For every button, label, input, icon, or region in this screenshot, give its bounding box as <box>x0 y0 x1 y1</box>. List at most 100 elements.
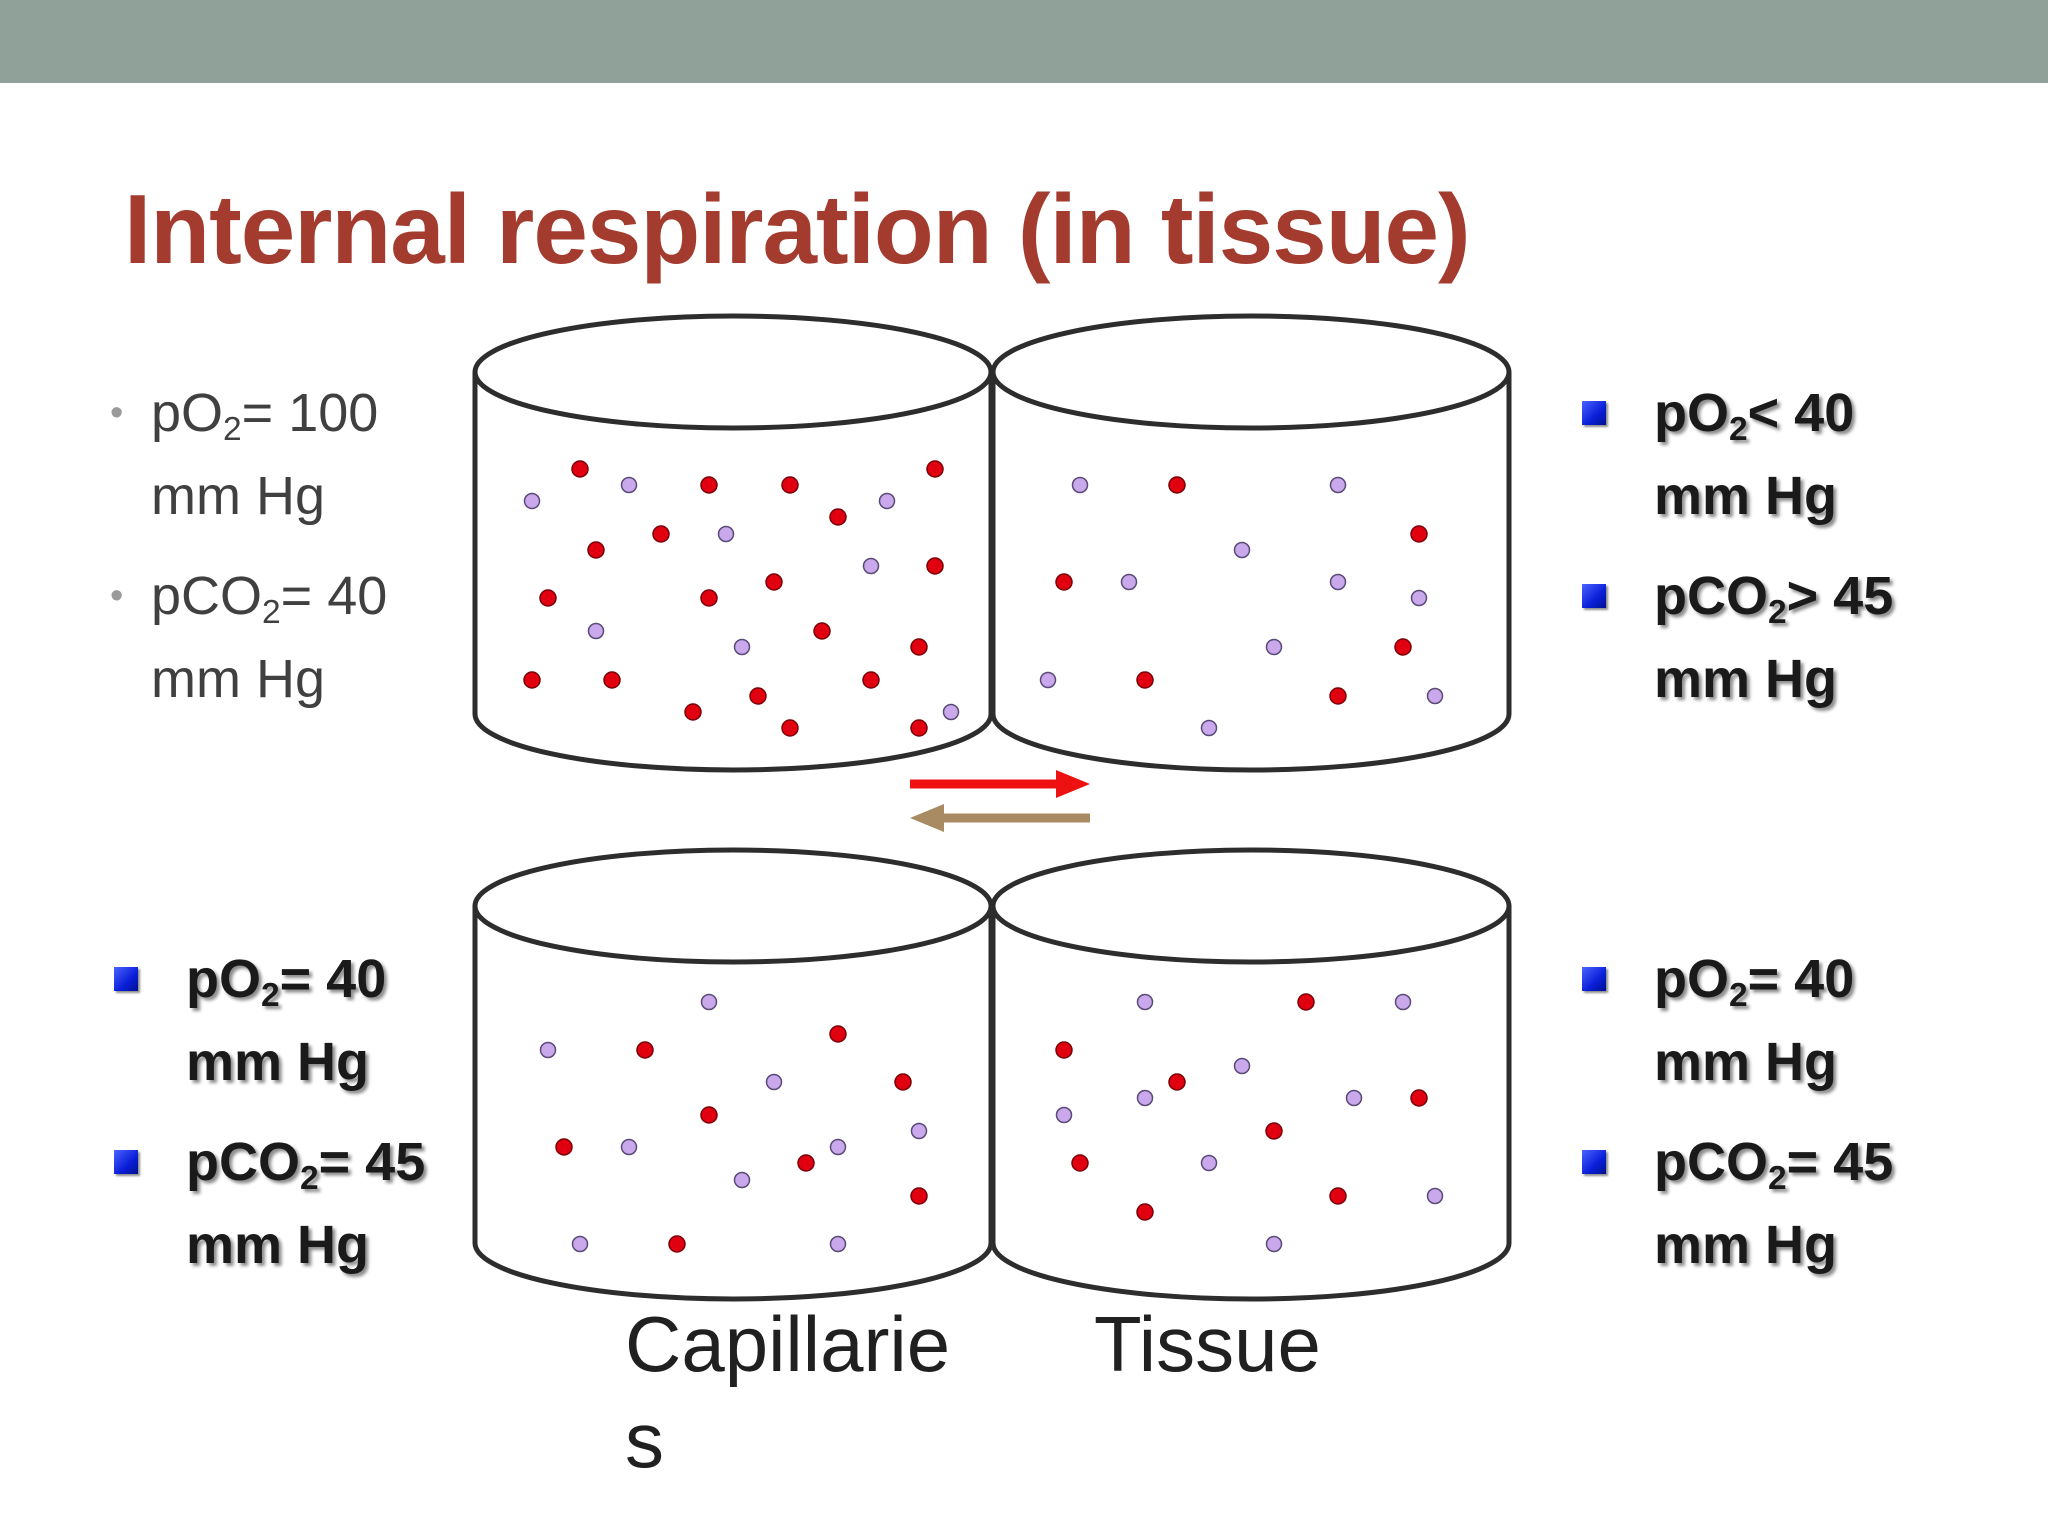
co2-molecule-dot <box>1233 1057 1251 1075</box>
oxygen-molecule-dot <box>926 460 944 478</box>
co2-molecule-dot <box>1426 1187 1444 1205</box>
cylinder-top-ellipse <box>990 313 1512 431</box>
cylinder-top-ellipse <box>472 313 994 431</box>
blue-square-bullet-icon <box>1582 967 1606 991</box>
co2-molecule-dot <box>1071 476 1089 494</box>
oxygen-molecule-dot <box>1329 687 1347 705</box>
oxygen-molecule-dot <box>1297 993 1315 1011</box>
co2-molecule-dot <box>910 1122 928 1140</box>
co2-molecule-dot <box>539 1041 557 1059</box>
co2-arrow-head-icon <box>910 804 944 832</box>
co2-molecule-dot <box>829 1235 847 1253</box>
co2-molecule-dot <box>878 492 896 510</box>
oxygen-molecule-dot <box>571 460 589 478</box>
tissue-label: Tissue <box>1094 1300 1321 1388</box>
oxygen-molecule-dot <box>1410 1089 1428 1107</box>
blue-square-bullet-icon <box>1582 1150 1606 1175</box>
exchange-arrows <box>910 770 1090 832</box>
oxygen-molecule-dot <box>1410 525 1428 543</box>
co2-molecule-dot <box>1136 993 1154 1011</box>
oxygen-molecule-dot <box>1168 1073 1186 1091</box>
oxygen-molecule-dot <box>829 1025 847 1043</box>
oxygen-molecule-dot <box>1071 1154 1089 1172</box>
co2-molecule-dot <box>1265 1235 1283 1253</box>
oxygen-molecule-dot <box>765 573 783 591</box>
oxygen-molecule-dot <box>749 687 767 705</box>
oxygen-molecule-dot <box>781 476 799 494</box>
capillary-cylinder-after <box>472 847 994 1302</box>
co2-molecule-dot <box>523 492 541 510</box>
blue-square-bullet-icon <box>1582 584 1606 609</box>
co2-molecule-dot <box>1136 1089 1154 1107</box>
tissue-cylinder-after <box>990 847 1512 1302</box>
oxygen-molecule-dot <box>1055 573 1073 591</box>
oxygen-molecule-dot <box>1136 671 1154 689</box>
co2-molecule-dot <box>1039 671 1057 689</box>
co2-molecule-dot <box>765 1073 783 1091</box>
blue-square-bullet-icon <box>1582 401 1606 425</box>
co2-molecule-dot <box>1120 573 1138 591</box>
oxygen-molecule-dot <box>636 1041 654 1059</box>
oxygen-molecule-dot <box>555 1138 573 1156</box>
slide-title: Internal respiration (in tissue) <box>124 174 1471 284</box>
co2-molecule-dot <box>1345 1089 1363 1107</box>
co2-molecule-dot <box>733 1171 751 1189</box>
oxygen-molecule-dot <box>1329 1187 1347 1205</box>
bullet-dot-icon: • <box>110 392 124 434</box>
oxygen-molecule-dot <box>668 1235 686 1253</box>
co2-molecule-dot <box>571 1235 589 1253</box>
oxygen-molecule-dot <box>700 1106 718 1124</box>
bullet-dot-icon: • <box>110 575 124 618</box>
oxygen-molecule-dot <box>781 719 799 737</box>
oxygen-arrow-head-icon <box>1056 770 1090 798</box>
top-bar <box>0 0 2048 83</box>
co2-molecule-dot <box>733 638 751 656</box>
oxygen-molecule-dot <box>1394 638 1412 656</box>
oxygen-molecule-dot <box>910 719 928 737</box>
oxygen-molecule-dot <box>587 541 605 559</box>
oxygen-molecule-dot <box>926 557 944 575</box>
co2-molecule-dot <box>1200 719 1218 737</box>
oxygen-molecule-dot <box>700 476 718 494</box>
blue-square-bullet-icon <box>114 967 138 991</box>
cylinder-body <box>990 372 1512 773</box>
co2-molecule-dot <box>1410 589 1428 607</box>
oxygen-molecule-dot <box>813 622 831 640</box>
co2-molecule-dot <box>700 993 718 1011</box>
co2-molecule-dot <box>829 1138 847 1156</box>
oxygen-molecule-dot <box>652 525 670 543</box>
co2-molecule-dot <box>1055 1106 1073 1124</box>
cylinder-top-ellipse <box>990 847 1512 965</box>
oxygen-molecule-dot <box>829 508 847 526</box>
cylinder-body <box>990 906 1512 1302</box>
cylinder-body <box>472 372 994 773</box>
oxygen-molecule-dot <box>797 1154 815 1172</box>
oxygen-molecule-dot <box>1136 1203 1154 1221</box>
co2-molecule-dot <box>1265 638 1283 656</box>
tissue-cylinder-before <box>990 313 1512 773</box>
co2-molecule-dot <box>942 703 960 721</box>
cylinder-top-ellipse <box>472 847 994 965</box>
co2-molecule-dot <box>1394 993 1412 1011</box>
co2-molecule-dot <box>1329 476 1347 494</box>
co2-molecule-dot <box>1233 541 1251 559</box>
co2-molecule-dot <box>620 1138 638 1156</box>
oxygen-molecule-dot <box>894 1073 912 1091</box>
blue-square-bullet-icon <box>114 1150 138 1175</box>
oxygen-molecule-dot <box>603 671 621 689</box>
oxygen-molecule-dot <box>523 671 541 689</box>
co2-molecule-dot <box>587 622 605 640</box>
